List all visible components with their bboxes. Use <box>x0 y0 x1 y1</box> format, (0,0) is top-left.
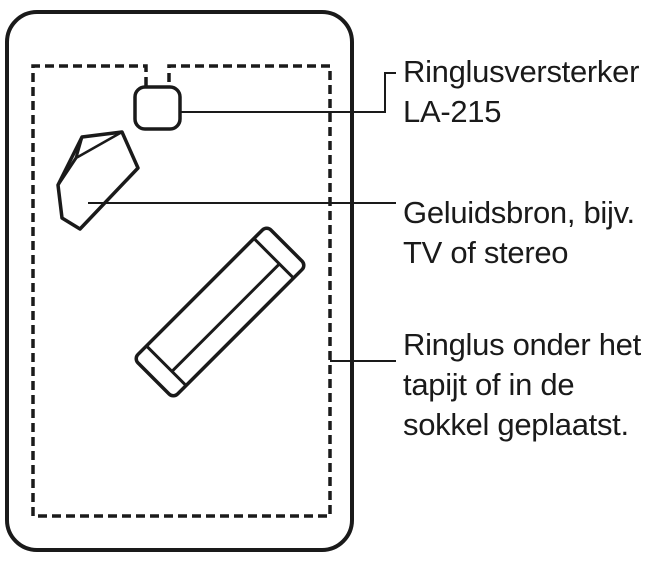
sofa-icon <box>134 226 306 398</box>
loop-label-line1: Ringlus onder het <box>403 327 641 362</box>
sound-source-label-line2: TV of stereo <box>403 235 569 270</box>
room-outline <box>5 10 354 552</box>
amplifier-label: Ringlusversterker LA-215 <box>403 52 639 132</box>
amplifier-label-line1: Ringlusversterker <box>403 54 640 89</box>
tv-icon <box>56 130 140 231</box>
amplifier-label-line2: LA-215 <box>403 94 502 129</box>
amplifier-leader-line <box>180 72 396 113</box>
sound-source-label: Geluidsbron, bijv. TV of stereo <box>403 193 635 273</box>
loop-label: Ringlus onder het tapijt of in de sokkel… <box>403 325 641 445</box>
loop-label-line3: sokkel geplaatst. <box>403 407 629 442</box>
amplifier-box-icon <box>133 85 182 131</box>
sound-source-label-line1: Geluidsbron, bijv. <box>403 195 635 230</box>
induction-loop <box>31 64 332 518</box>
loop-label-line2: tapijt of in de <box>403 367 575 402</box>
